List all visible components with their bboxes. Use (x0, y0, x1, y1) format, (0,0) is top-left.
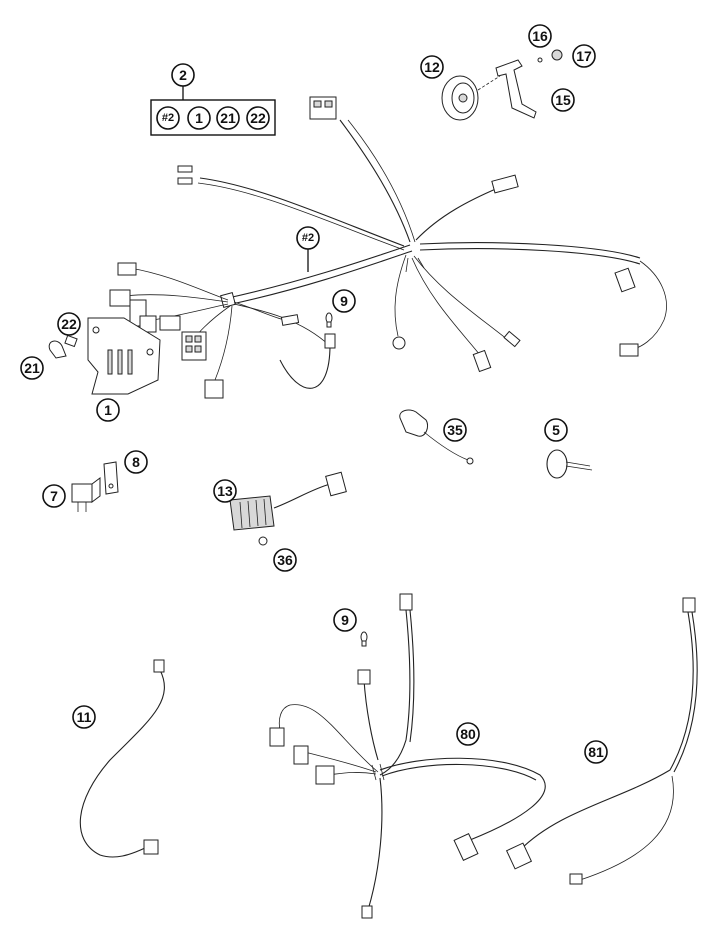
svg-text:13: 13 (217, 483, 233, 499)
callout-9-bottom[interactable]: 9 (333, 608, 357, 632)
svg-text:17: 17 (576, 48, 592, 64)
callout-harness[interactable]: #2 (296, 226, 320, 250)
svg-text:12: 12 (424, 59, 440, 75)
svg-text:#2: #2 (302, 232, 314, 244)
callout-1[interactable]: 1 (96, 398, 120, 422)
svg-text:21: 21 (24, 360, 40, 376)
svg-text:36: 36 (277, 552, 293, 568)
harness-81 (505, 597, 698, 885)
callout-13[interactable]: 13 (213, 479, 237, 503)
callout-35[interactable]: 35 (443, 418, 467, 442)
bracket-8 (103, 461, 119, 495)
main-harness (109, 96, 667, 399)
callout-17[interactable]: 17 (572, 44, 596, 68)
kit-item-21[interactable]: 21 (216, 106, 240, 130)
svg-text:80: 80 (460, 726, 476, 742)
svg-text:#2: #2 (162, 112, 174, 124)
svg-text:81: 81 (588, 744, 604, 760)
svg-text:1: 1 (195, 110, 203, 126)
svg-text:7: 7 (50, 488, 58, 504)
svg-text:5: 5 (552, 422, 560, 438)
svg-text:8: 8 (132, 454, 140, 470)
svg-text:22: 22 (61, 316, 77, 332)
relay-7 (71, 477, 101, 512)
kit-group: 2 #2 1 21 22 (150, 63, 276, 136)
kit-item-22[interactable]: 22 (246, 106, 270, 130)
svg-text:9: 9 (340, 293, 348, 309)
callout-11[interactable]: 11 (72, 705, 96, 729)
bulb-9-top (325, 312, 333, 328)
callout-80[interactable]: 80 (456, 722, 480, 746)
callout-12[interactable]: 12 (420, 55, 444, 79)
callout-22[interactable]: 22 (57, 312, 81, 336)
bracket-assembly (48, 317, 161, 395)
bulb-9-bottom (360, 631, 368, 647)
callout-21[interactable]: 21 (20, 356, 44, 380)
svg-text:15: 15 (555, 92, 571, 108)
cable-tie-5 (546, 449, 593, 479)
part-35-sensor (399, 409, 474, 465)
svg-text:22: 22 (250, 110, 266, 126)
callout-36[interactable]: 36 (273, 548, 297, 572)
callout-15[interactable]: 15 (551, 88, 575, 112)
svg-text:11: 11 (77, 709, 92, 725)
callout-kit[interactable]: 2 (171, 63, 195, 87)
svg-text:35: 35 (447, 422, 463, 438)
horn-assembly (441, 49, 563, 121)
svg-text:2: 2 (179, 67, 187, 83)
kit-item-1[interactable]: 1 (187, 106, 211, 130)
callout-7[interactable]: 7 (42, 484, 66, 508)
kit-item-harness[interactable]: #2 (156, 106, 180, 130)
svg-text:1: 1 (104, 402, 112, 418)
svg-text:9: 9 (341, 612, 349, 628)
callout-5[interactable]: 5 (544, 418, 568, 442)
callout-81[interactable]: 81 (584, 740, 608, 764)
cable-11 (79, 659, 165, 858)
svg-text:21: 21 (220, 110, 236, 126)
callout-9-top[interactable]: 9 (332, 289, 356, 313)
harness-80 (269, 593, 546, 919)
regulator-13 (229, 471, 347, 546)
svg-text:16: 16 (532, 28, 548, 44)
callout-8[interactable]: 8 (124, 450, 148, 474)
callout-16[interactable]: 16 (528, 24, 552, 48)
